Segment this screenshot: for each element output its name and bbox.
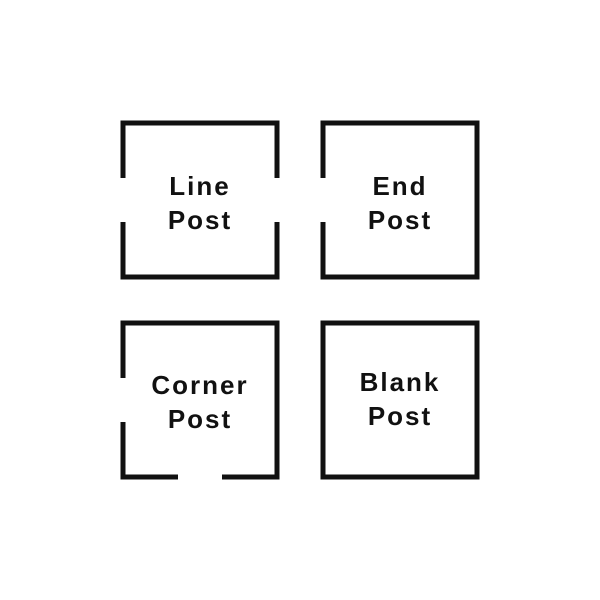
end-post-label-line1: End	[372, 171, 427, 201]
blank-post-label-line1: Blank	[360, 367, 441, 397]
end-post-frame	[320, 120, 480, 280]
line-post-label-line2: Post	[168, 205, 232, 235]
line-post-left-bracket	[120, 120, 280, 178]
line-post-outline	[120, 120, 280, 280]
corner-post-outline	[120, 320, 280, 480]
corner-post-label-line1: Corner	[151, 370, 248, 400]
line-post-right-bracket	[120, 222, 280, 280]
corner-post-label-line2: Post	[168, 404, 232, 434]
end-post-outline	[320, 120, 480, 280]
corner-post-lower-bracket	[120, 422, 178, 480]
end-post-label-line2: Post	[368, 205, 432, 235]
blank-post-outline	[320, 320, 480, 480]
blank-post-label-line2: Post	[368, 401, 432, 431]
line-post-label-line1: Line	[169, 171, 230, 201]
blank-post-frame	[320, 320, 480, 480]
corner-post-frame	[120, 320, 280, 480]
